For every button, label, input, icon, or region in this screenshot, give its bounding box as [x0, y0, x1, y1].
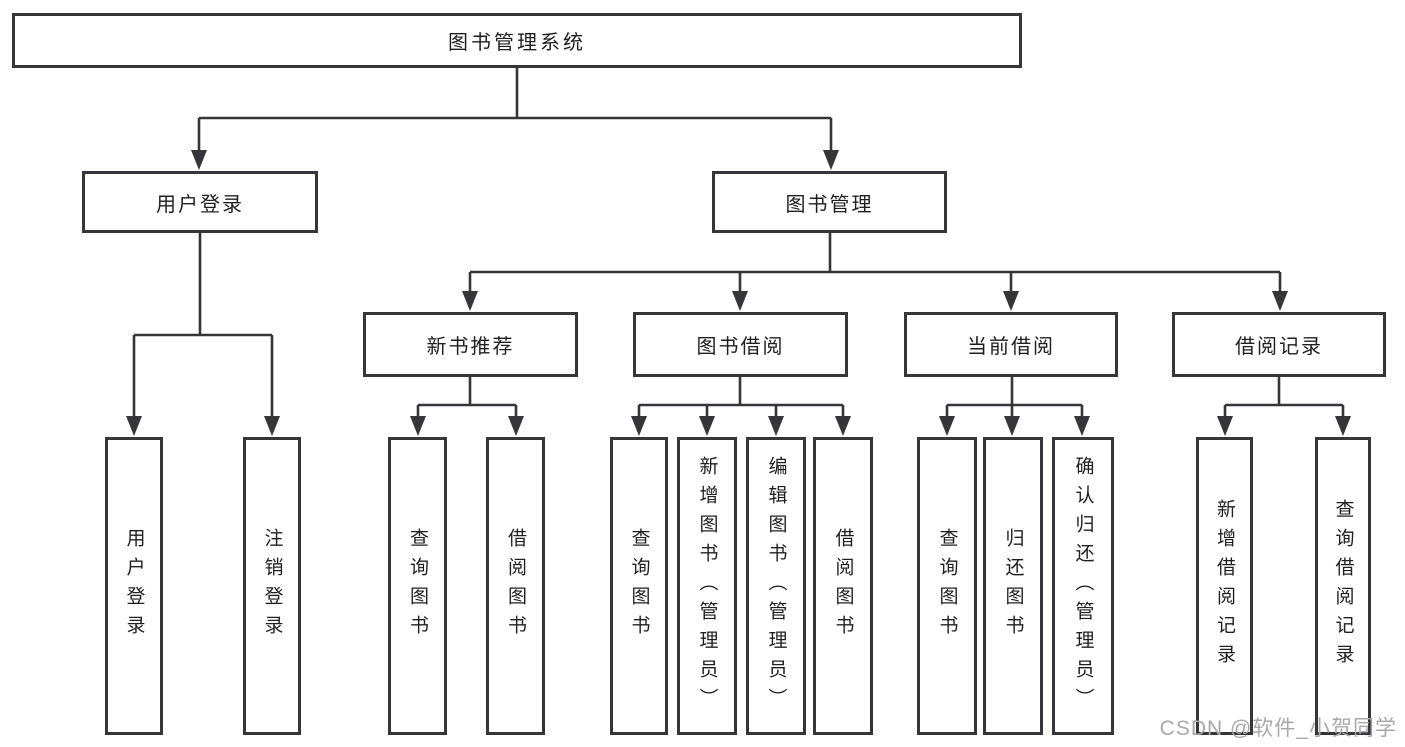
arrowhead-icon [732, 291, 748, 311]
arrowhead-icon [191, 150, 207, 170]
connector-userlogin-to-leaves [132, 233, 274, 432]
arrowhead-icon [1074, 416, 1090, 436]
arrowhead-icon [1004, 416, 1020, 436]
arrowhead-icon [508, 416, 524, 436]
connector-records-to-leaves [1223, 377, 1345, 432]
node-label: 编辑图书（管理员） [765, 455, 787, 717]
arrowhead-icon [823, 150, 839, 170]
node-leaf-add-borrow-record: 新增借阅记录 [1196, 437, 1253, 735]
node-label: 新增图书（管理员） [696, 455, 718, 717]
node-leaf-borrow-books: 借阅图书 [813, 437, 873, 735]
arrowhead-icon [1217, 416, 1233, 436]
node-module-borrow-records: 借阅记录 [1172, 312, 1386, 377]
node-label: 查询图书 [936, 528, 958, 644]
node-leaf-query-books-borrow: 查询图书 [610, 437, 668, 735]
node-branch-book-management: 图书管理 [712, 171, 947, 233]
node-branch-user-login: 用户登录 [82, 171, 318, 233]
node-label: 借阅图书 [505, 528, 526, 644]
node-label: 当前借阅 [967, 336, 1055, 358]
node-label: 用户登录 [123, 528, 145, 644]
node-leaf-query-books-recommend: 查询图书 [388, 437, 447, 735]
arrowhead-icon [631, 416, 647, 436]
node-label: 新增借阅记录 [1214, 499, 1235, 673]
node-leaf-edit-book-admin: 编辑图书（管理员） [746, 437, 806, 735]
connector-newbook-to-leaves [416, 377, 518, 432]
node-leaf-logout: 注销登录 [243, 437, 301, 735]
node-label: 归还图书 [1002, 528, 1024, 644]
node-label: 新书推荐 [426, 336, 515, 358]
connector-bookmgmt-to-modules [468, 233, 1282, 308]
node-module-new-book-recommend: 新书推荐 [363, 312, 578, 377]
node-label: 借阅图书 [832, 528, 854, 644]
connector-borrow-to-leaves [637, 377, 845, 432]
node-leaf-confirm-return-admin: 确认归还（管理员） [1052, 437, 1114, 735]
arrowhead-icon [1272, 291, 1288, 311]
arrowhead-icon [699, 416, 715, 436]
arrowhead-icon [126, 416, 142, 436]
node-label: 图书管理 [785, 193, 874, 216]
node-label: 注销登录 [261, 528, 283, 644]
arrowhead-icon [410, 416, 426, 436]
node-module-current-borrow: 当前借阅 [904, 312, 1118, 377]
node-label: 确认归还（管理员） [1072, 455, 1094, 717]
node-label: 查询图书 [407, 528, 428, 644]
node-module-book-borrow: 图书借阅 [633, 312, 848, 377]
node-leaf-return-books: 归还图书 [983, 437, 1043, 735]
node-root-system: 图书管理系统 [12, 13, 1022, 68]
arrowhead-icon [462, 291, 478, 311]
node-label: 查询借阅记录 [1332, 499, 1354, 673]
node-label: 图书管理系统 [448, 32, 586, 54]
node-label: 用户登录 [156, 193, 244, 216]
node-label: 图书借阅 [696, 336, 785, 358]
node-leaf-query-borrow-record: 查询借阅记录 [1315, 437, 1371, 735]
node-leaf-query-books-current: 查询图书 [917, 437, 977, 735]
arrowheads [126, 150, 1351, 436]
node-label: 借阅记录 [1235, 336, 1323, 358]
node-leaf-borrow-books-recommend: 借阅图书 [486, 437, 545, 735]
arrowhead-icon [835, 416, 851, 436]
node-leaf-add-book-admin: 新增图书（管理员） [677, 437, 737, 735]
connector-root-to-branches [197, 68, 833, 167]
node-leaf-user-login: 用户登录 [105, 437, 163, 735]
arrowhead-icon [1003, 291, 1019, 311]
arrowhead-icon [1335, 416, 1351, 436]
arrowhead-icon [939, 416, 955, 436]
arrowhead-icon [768, 416, 784, 436]
node-label: 查询图书 [628, 528, 650, 644]
arrowhead-icon [264, 416, 280, 436]
